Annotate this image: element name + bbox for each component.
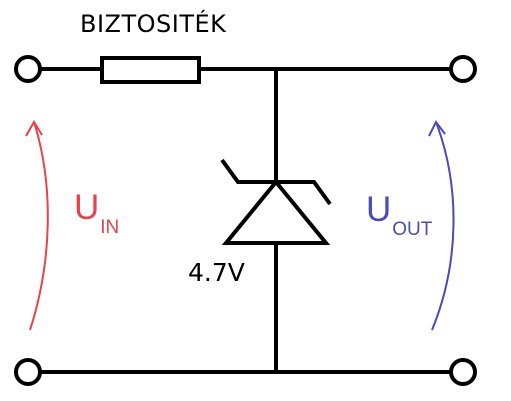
output-voltage-label: UOUT: [366, 190, 432, 240]
input-voltage-arrowhead: [25, 120, 43, 137]
input-terminal-top: [14, 55, 42, 83]
zener-voltage-label: 4.7V: [188, 258, 245, 287]
output-voltage-subscript: OUT: [392, 219, 433, 240]
output-voltage-arrow: [431, 121, 455, 331]
zener-diode-body: [221, 178, 331, 245]
input-voltage-label: UIN: [74, 188, 119, 238]
output-voltage-arrowhead: [428, 120, 446, 137]
fuse-symbol: [100, 56, 201, 84]
input-voltage-arrow: [29, 121, 49, 331]
output-voltage-symbol: U: [366, 190, 392, 229]
input-terminal-bottom: [14, 358, 42, 386]
input-voltage-subscript: IN: [100, 217, 120, 238]
fuse-label: BIZTOSITÉK: [80, 10, 227, 38]
output-terminal-top: [449, 55, 477, 83]
input-voltage-symbol: U: [74, 188, 100, 227]
zener-diode-cathode: [220, 158, 332, 206]
output-terminal-bottom: [449, 358, 477, 386]
